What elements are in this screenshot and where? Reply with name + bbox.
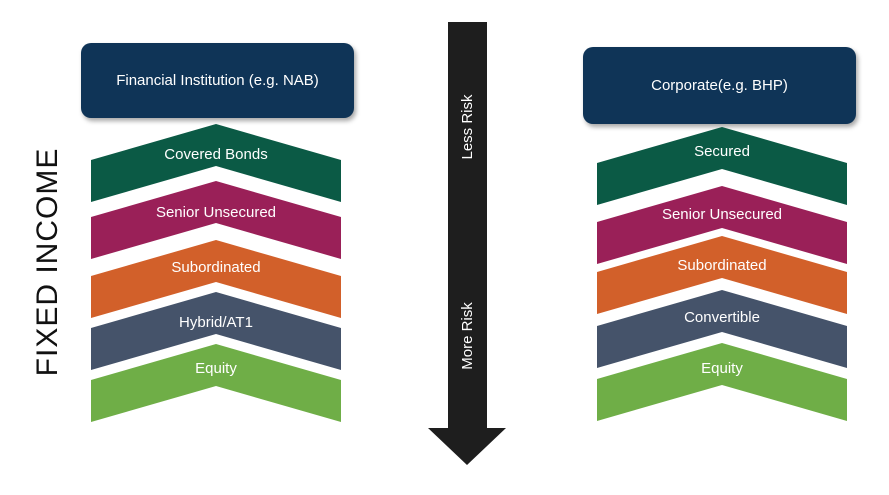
financial-institution-header: Financial Institution (e.g. NAB) [81, 43, 354, 118]
right-level-4-label: Convertible [684, 309, 760, 326]
right-level-5-chevron [597, 343, 847, 421]
left-level-1-label: Covered Bonds [164, 146, 267, 163]
left-level-2-chevron [91, 181, 341, 259]
risk-arrow [428, 22, 506, 465]
left-level-3-label: Subordinated [171, 259, 260, 276]
left-level-5-chevron [91, 344, 341, 422]
right-level-2-label: Senior Unsecured [662, 206, 782, 223]
left-level-2-label: Senior Unsecured [156, 204, 276, 221]
more-risk-label: More Risk [459, 302, 476, 370]
right-level-5-label: Equity [701, 360, 743, 377]
fixed-income-label: FIXED INCOME [31, 147, 64, 377]
left-level-1-chevron [91, 124, 341, 202]
less-risk-label: Less Risk [459, 94, 476, 160]
left-level-3-chevron [91, 240, 341, 318]
right-level-4-chevron [597, 290, 847, 368]
right-level-2-chevron [597, 186, 847, 264]
right-level-3-label: Subordinated [677, 257, 766, 274]
right-level-3-chevron [597, 236, 847, 314]
right-level-1-label: Secured [694, 143, 750, 160]
left-level-4-chevron [91, 292, 341, 370]
right-level-1-chevron [597, 127, 847, 205]
left-level-4-label: Hybrid/AT1 [179, 314, 253, 331]
corporate-header: Corporate(e.g. BHP) [583, 47, 856, 124]
left-level-5-label: Equity [195, 360, 237, 377]
